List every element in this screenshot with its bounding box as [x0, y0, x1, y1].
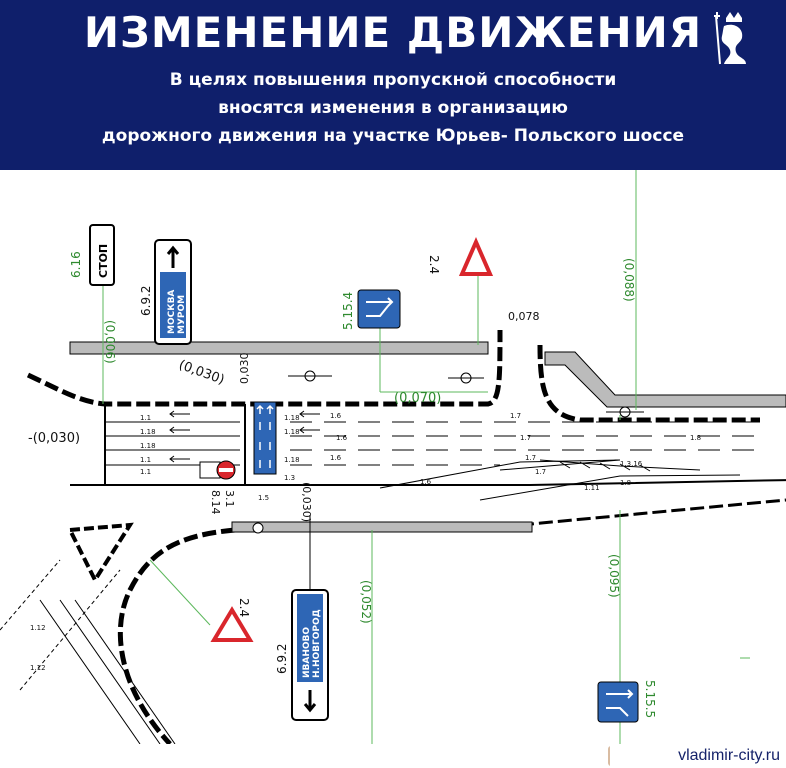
marking-label: 1.11 — [584, 484, 600, 492]
marking-label: 1.6 — [330, 412, 342, 420]
marking-label: 1.18 — [284, 456, 300, 464]
header-banner: ИЗМЕНЕНИЕ ДВИЖЕНИЯ В целях повышения про… — [0, 0, 786, 170]
direction-line-1: ИВАНОВО — [302, 627, 312, 678]
overhead-lane-signs — [244, 401, 277, 485]
lane-sign-5-15-4: 5.15.4 — [341, 289, 401, 330]
marking-label: 1.6 — [330, 454, 342, 462]
marking-label: 1.7 — [535, 468, 546, 476]
measurement-0088: (0,088) — [622, 258, 636, 302]
marking-label: 1.7 — [525, 454, 536, 462]
sidewalk-ramp-right — [544, 351, 786, 408]
road-edge-bottom — [70, 479, 786, 486]
site-url[interactable]: vladimir-city.ru — [610, 744, 786, 768]
lane-arrow-icon — [299, 426, 320, 434]
marking-label: 1.6 — [336, 434, 348, 442]
sign-code: 2.4 — [427, 255, 441, 274]
sign-code: 5.15.5 — [643, 680, 657, 718]
measurement-0070: (0,070) — [394, 391, 441, 406]
subtitle-line-2: вносятся изменения в организацию — [218, 98, 568, 118]
marking-label: 1.18 — [140, 442, 156, 450]
measurement-0095: (0,095) — [607, 554, 621, 598]
marking-label: 1.8 — [690, 434, 701, 442]
sign-code: 6.9.2 — [139, 285, 153, 316]
direction-line-2: МУРОМ — [177, 295, 187, 334]
dimension-lines — [102, 170, 750, 744]
marking-label: 1.6 — [420, 478, 432, 486]
marking-label: 1.18 — [140, 428, 156, 436]
island-left — [66, 522, 134, 585]
sign-code: 2.4 — [237, 598, 251, 617]
lane-sign-5-15-5: 5.15.5 — [597, 680, 657, 723]
marking-label: 1.1 — [140, 414, 151, 422]
chevron-island — [539, 459, 701, 472]
marking-label: 1.7 — [520, 434, 531, 442]
direction-sign-bottom: ИВАНОВО Н.НОВГОРОД 6.9.2 — [275, 515, 329, 721]
page-title: ИЗМЕНЕНИЕ ДВИЖЕНИЯ — [83, 8, 703, 57]
measurement-diag: (0,030) — [177, 358, 227, 388]
pole-icon — [252, 522, 264, 534]
marking-label: 1.1 — [140, 456, 151, 464]
marking-label: 1.8 — [620, 479, 631, 487]
sidewalk-top — [69, 341, 489, 355]
lane-arrow-icon — [299, 410, 320, 418]
lane-arrow-icon — [169, 426, 190, 434]
measurement-0078: 0,078 — [508, 310, 540, 323]
yield-sign-top: 2.4 — [427, 237, 494, 276]
lane-arrows — [169, 410, 320, 463]
marking-label: 1.7 — [510, 412, 521, 420]
subtitle-line-3: дорожного движения на участке Юрьев- Пол… — [101, 126, 685, 146]
marking-label: 1.3 — [284, 474, 295, 482]
marking-label: 1.1 — [140, 468, 151, 476]
yield-sign-bottom: 2.4 — [210, 598, 254, 642]
measurement-006: (0,006) — [103, 320, 117, 364]
lane-markings — [104, 404, 760, 501]
sign-code: 5.15.4 — [341, 292, 355, 330]
sign-code: 6.16 — [69, 251, 83, 278]
road-edge-bottom-curve — [117, 527, 236, 744]
marking-label: 1.18 — [284, 428, 300, 436]
sign-code: 3.1 — [223, 490, 236, 508]
marking-label: 1.12 — [30, 624, 46, 632]
measurement-0052: (0,052) — [359, 580, 373, 624]
road-plan-map: 1.1 1.18 1.18 1.1 1.1 1.18 1.18 1.18 1.3… — [0, 170, 786, 744]
lane-arrow-icon — [169, 410, 190, 418]
measurement-left: -(0,030) — [28, 431, 80, 446]
city-crest-lion-icon — [714, 12, 746, 65]
measurement-labels-vertical: (0,006) (0,088) (0,052) (0,095) — [103, 258, 636, 624]
sign-code: 8.14 — [209, 490, 222, 515]
measurement-below: (0,030) — [300, 482, 313, 522]
marking-label: 1.5 — [258, 494, 269, 502]
direction-line-2: Н.НОВГОРОД — [312, 609, 322, 678]
sign-code: 6.9.2 — [275, 643, 289, 674]
subtitle-line-1: В целях повышения пропускной способности — [169, 70, 617, 90]
road-edge-top-left-curve — [26, 329, 503, 407]
marking-label: 1.3.16 — [620, 460, 643, 468]
side-street — [0, 559, 176, 744]
marking-labels: 1.1 1.18 1.18 1.1 1.1 1.18 1.18 1.18 1.3… — [30, 412, 701, 672]
direction-line-1: МОСКВА — [167, 290, 177, 334]
pole-symbols — [252, 370, 644, 534]
direction-sign-top: 6.9.2 МОСКВА МУРОМ — [139, 239, 192, 345]
taper-lines — [379, 459, 741, 501]
marking-label: 1.18 — [284, 414, 300, 422]
stop-sign-6-16: 6.16 СТОП — [69, 224, 115, 286]
stop-sign-text: СТОП — [97, 244, 110, 278]
measurement-vert: 0,030 — [238, 353, 251, 385]
no-entry-sign: 3.1 8.14 — [199, 460, 236, 515]
sidewalk-bottom — [231, 521, 533, 533]
lane-arrow-icon — [169, 455, 190, 463]
